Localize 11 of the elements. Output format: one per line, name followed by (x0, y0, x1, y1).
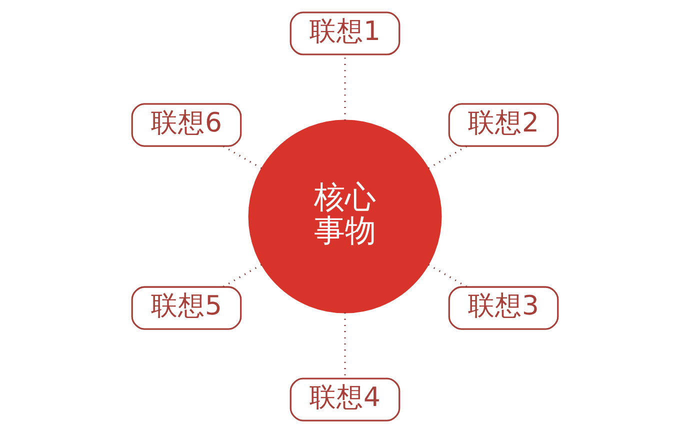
node-circle: 核心事物 (248, 120, 442, 314)
node-box: 联想4 (290, 378, 400, 422)
node-box: 联想5 (131, 286, 242, 330)
connector (222, 145, 262, 170)
node-box: 联想3 (448, 286, 559, 330)
node-box: 联想2 (448, 103, 559, 147)
connector (428, 264, 468, 288)
connector (222, 264, 262, 288)
node-box: 联想1 (290, 12, 400, 56)
node-box: 联想6 (131, 103, 242, 147)
connector (428, 145, 468, 170)
